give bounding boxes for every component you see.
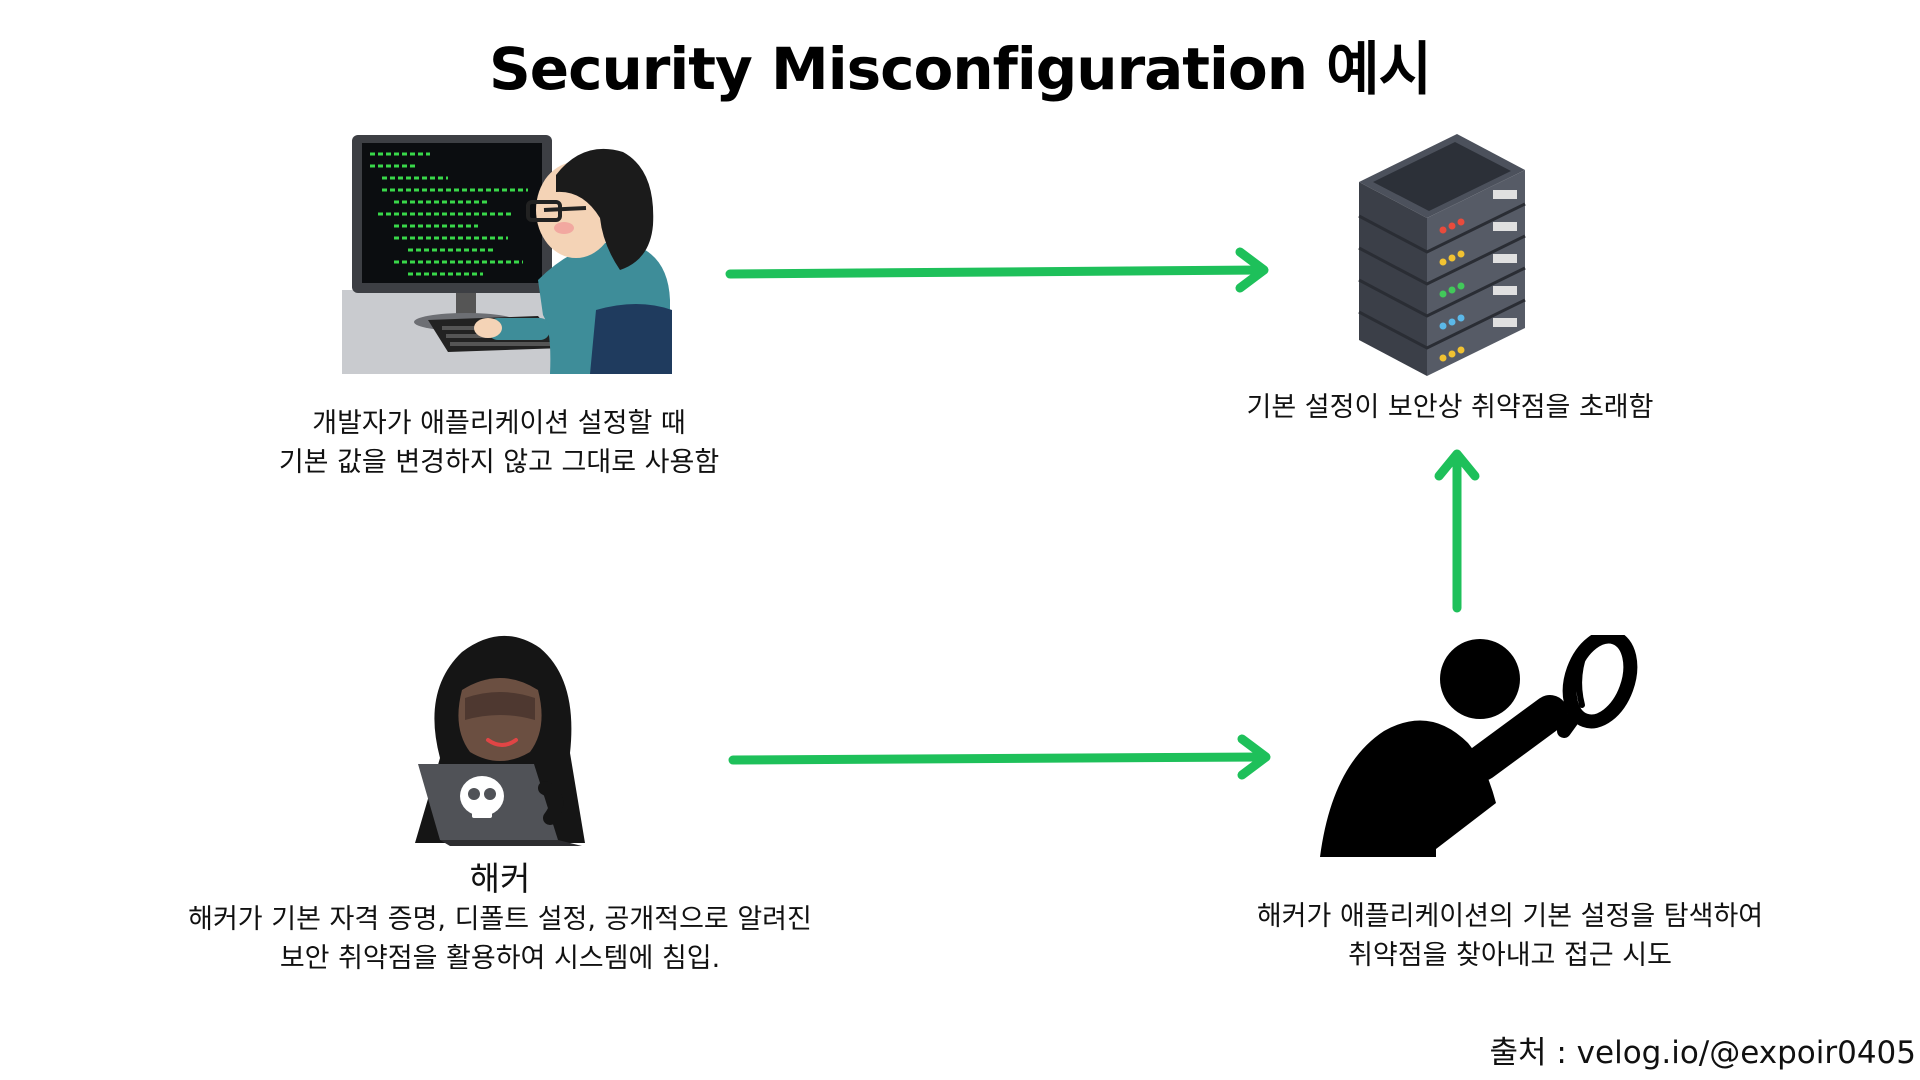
arrow-searcher-to-server	[1434, 449, 1480, 613]
hooded-hacker-laptop-icon	[415, 635, 585, 846]
hacker-label: 해커	[469, 859, 531, 898]
server-caption: 기본 설정이 보안상 취약점을 초래함	[1200, 388, 1700, 427]
developer-at-computer-icon	[342, 135, 672, 374]
server-rack-icon	[1358, 134, 1526, 376]
arrow-hacker-to-searcher	[728, 734, 1271, 780]
searcher-caption-line: 취약점을 찾아내고 접근 시도	[1348, 940, 1672, 971]
arrow-developer-to-server	[725, 247, 1269, 293]
server-caption-line: 기본 설정이 보안상 취약점을 초래함	[1246, 392, 1654, 423]
developer-caption: 개발자가 애플리케이션 설정할 때 기본 값을 변경하지 않고 그대로 사용함	[234, 404, 764, 482]
source-credit: 출처 : velog.io/@expoir0405	[1489, 1035, 1916, 1071]
hacker-caption-line: 해커가 기본 자격 증명, 디폴트 설정, 공개적으로 알려진	[188, 904, 812, 935]
developer-caption-line: 개발자가 애플리케이션 설정할 때	[312, 408, 686, 439]
diagram-title: Security Misconfiguration 예시	[489, 35, 1432, 103]
hacker-caption-line: 보안 취약점을 활용하여 시스템에 침입.	[279, 943, 721, 974]
searcher-caption-line: 해커가 애플리케이션의 기본 설정을 탐색하여	[1256, 901, 1764, 932]
developer-caption-line: 기본 값을 변경하지 않고 그대로 사용함	[278, 447, 720, 478]
searcher-caption: 해커가 애플리케이션의 기본 설정을 탐색하여 취약점을 찾아내고 접근 시도	[1200, 897, 1820, 975]
person-with-magnifier-icon	[1320, 635, 1638, 857]
hacker-caption: 해커 해커가 기본 자격 증명, 디폴트 설정, 공개적으로 알려진 보안 취약…	[150, 858, 850, 978]
